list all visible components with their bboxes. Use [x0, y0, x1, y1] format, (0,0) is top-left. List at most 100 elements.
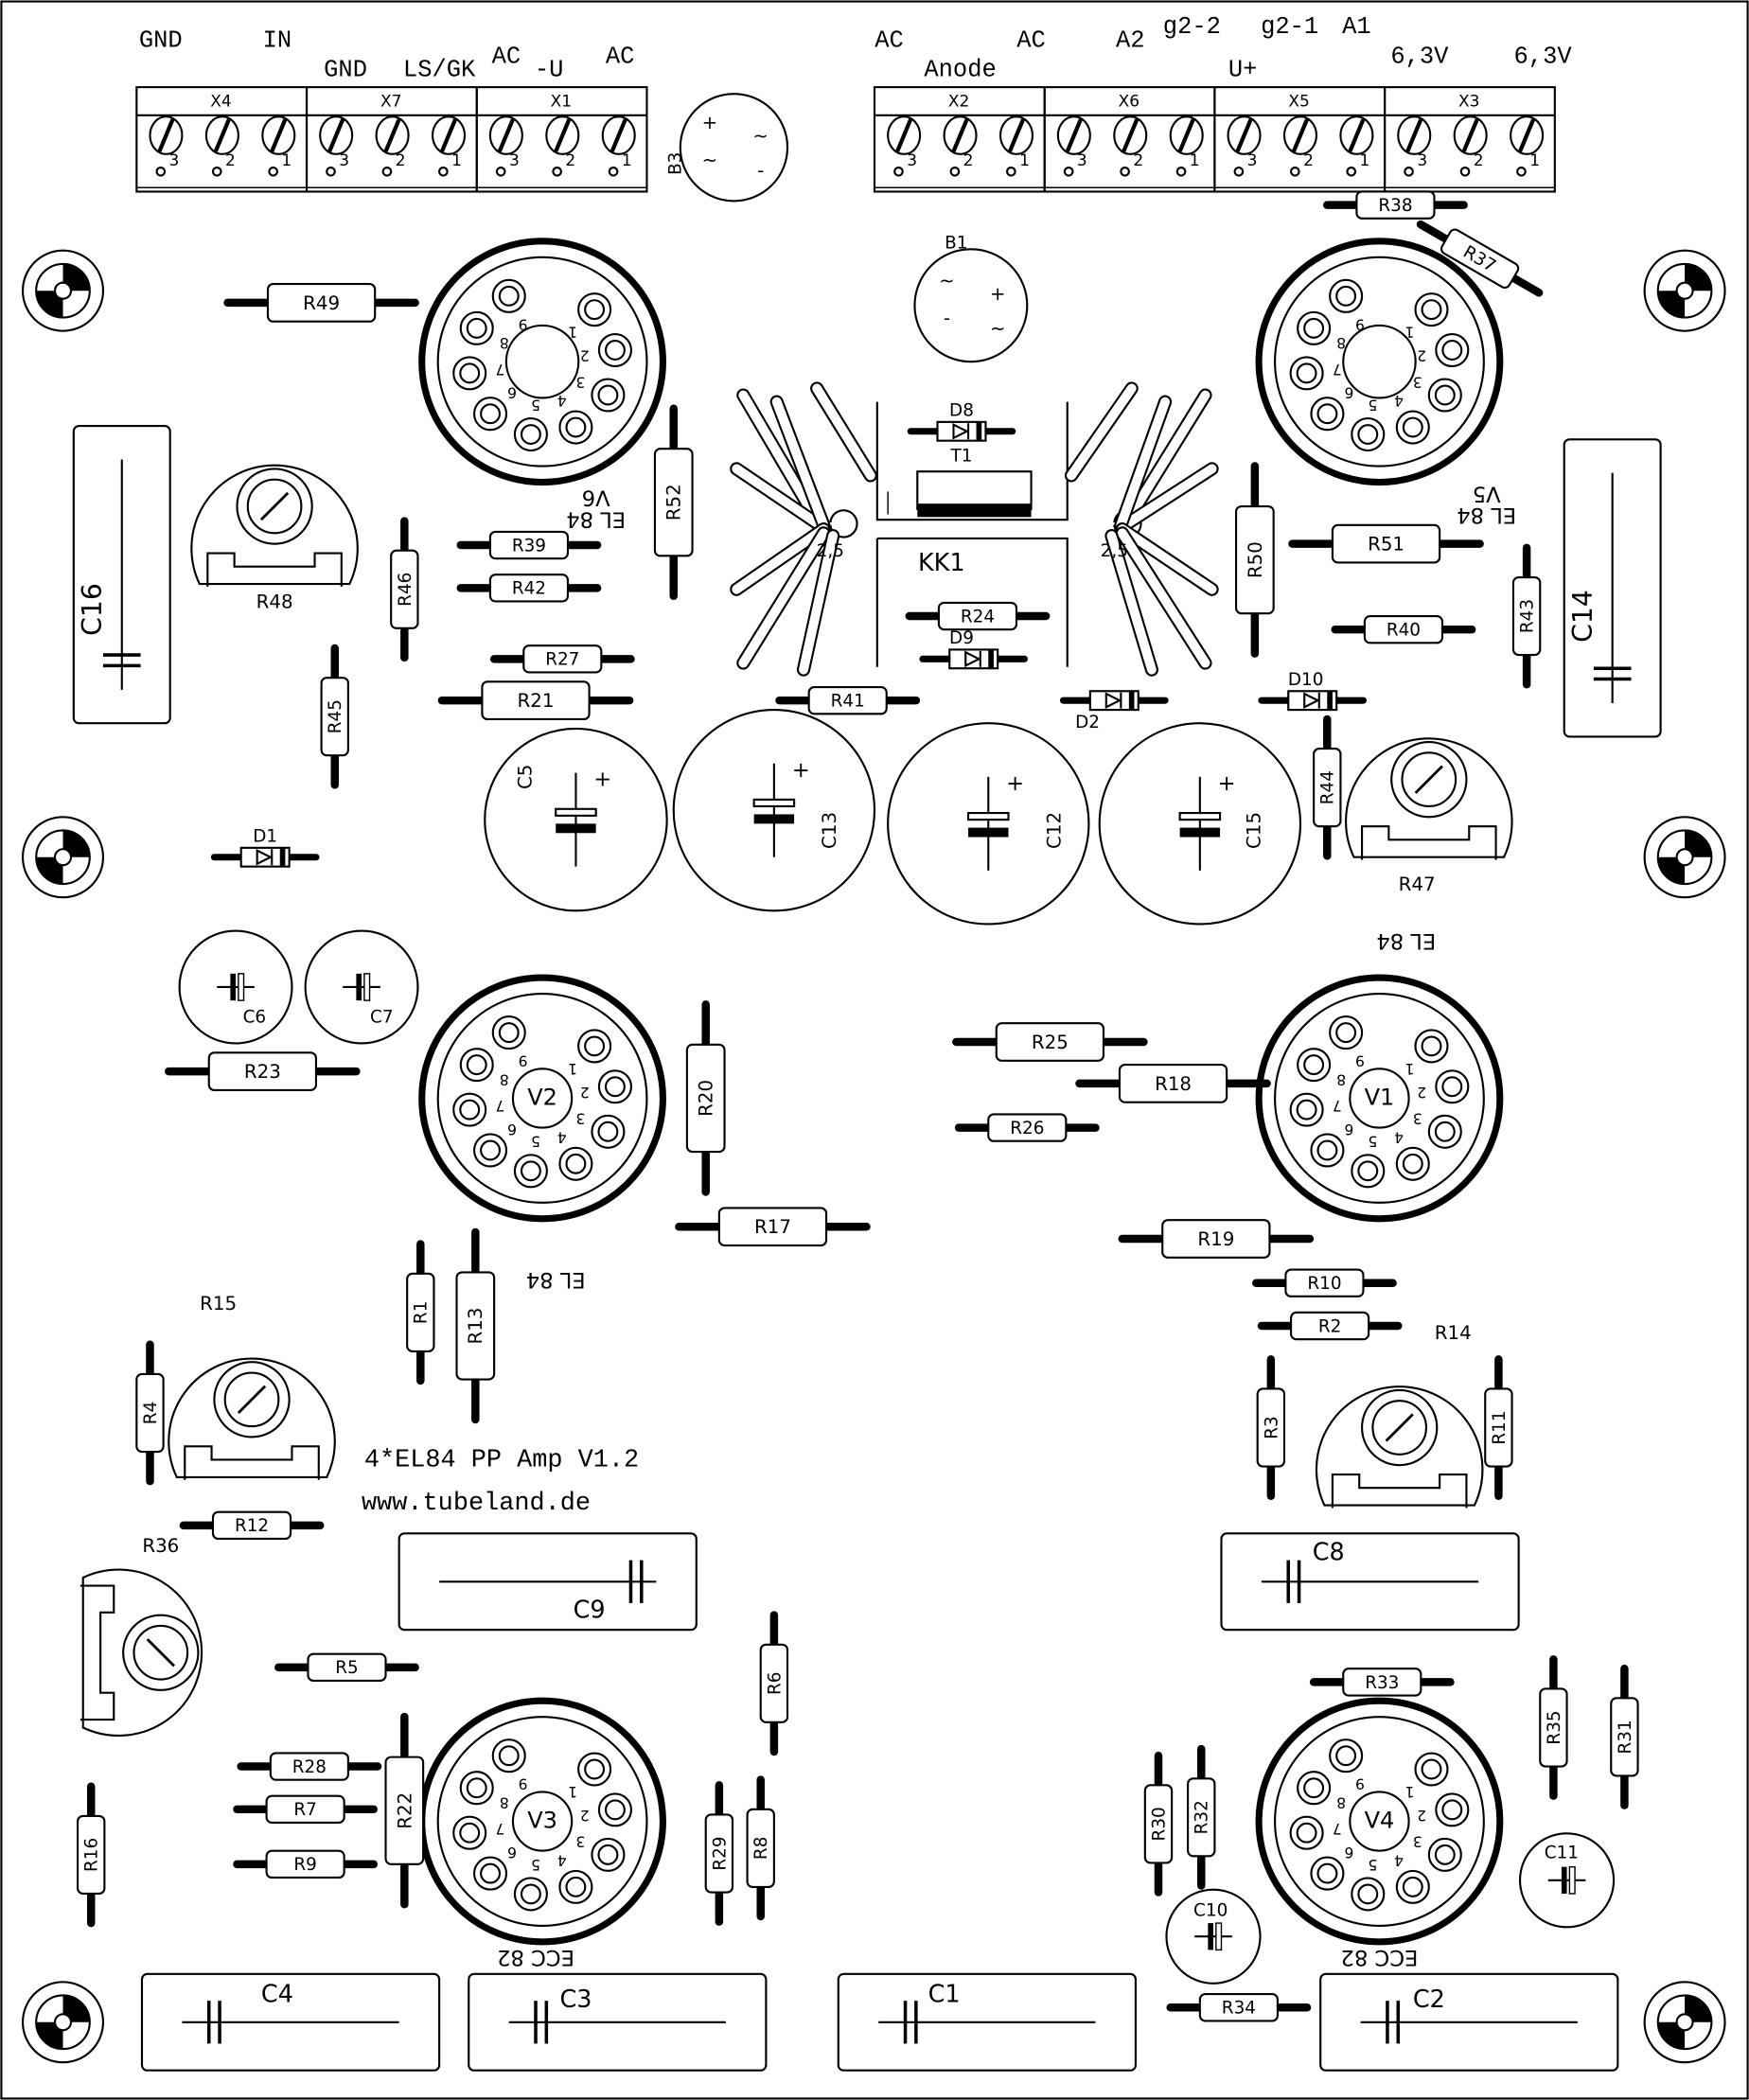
- screw-slot: [554, 118, 572, 152]
- screw-icon: [488, 115, 523, 155]
- transistor-tab: [917, 503, 1032, 518]
- pin-number: 2: [565, 151, 575, 170]
- tube-pin-hole: [565, 1876, 587, 1897]
- terminal-ref: X7: [380, 93, 401, 112]
- cap-plate: [966, 811, 1010, 821]
- resistor-body: [265, 1849, 345, 1879]
- tube-pin: [452, 1815, 487, 1850]
- resistor-body: [995, 1022, 1105, 1062]
- pot-ref: R14: [1435, 1322, 1472, 1344]
- pin-number: 8: [500, 334, 509, 351]
- resistor-R20: R20: [685, 1000, 726, 1196]
- terminal-ref: X4: [210, 93, 231, 112]
- cap-ref: C3: [559, 1985, 592, 2014]
- resistor-body: [1161, 1219, 1271, 1259]
- diode-body: [948, 648, 999, 670]
- resistor-R38: R38: [1323, 190, 1468, 220]
- diode-body: [936, 420, 987, 442]
- pin-number: 2: [963, 151, 974, 170]
- resistor-R28: R28: [237, 1752, 382, 1781]
- resistor-R34: R34: [1166, 1993, 1312, 2022]
- screw-head: [998, 115, 1034, 155]
- pin-number: 8: [1336, 334, 1346, 351]
- cap-ref: C9: [574, 1596, 606, 1624]
- screw-icon: [204, 115, 239, 155]
- screw-slot: [327, 118, 345, 152]
- tube-ref: V1: [1365, 1084, 1395, 1110]
- pin-number: 7: [1333, 361, 1342, 378]
- resistor-body: [1234, 504, 1275, 615]
- tube-pin: [558, 410, 593, 445]
- tube-pin: [1414, 1752, 1449, 1787]
- resistor-ref: R11: [1490, 1410, 1510, 1444]
- cap-ref: C8: [1313, 1539, 1345, 1567]
- tube-pin: [473, 1856, 508, 1891]
- cap-ref: C11: [1545, 1844, 1579, 1863]
- pin-number: 1: [1405, 1783, 1415, 1800]
- resistor-body: [265, 1794, 345, 1825]
- socket-inner: [436, 256, 648, 468]
- pin-number: 4: [1394, 392, 1404, 409]
- socket-center: [1342, 324, 1417, 399]
- cap-outline: [1563, 438, 1662, 738]
- film-capacitor-C4: C4: [140, 1972, 441, 2072]
- pot-knob-inner: [132, 1624, 189, 1681]
- cap-plate: [1215, 1922, 1223, 1951]
- plus-sign: +: [1218, 771, 1236, 796]
- tube-pin-hole: [1402, 416, 1423, 438]
- hole-ring: [1643, 816, 1726, 899]
- resistor-R45: R45: [320, 644, 349, 789]
- heatsink-fin-inner: [732, 464, 824, 530]
- screw-head: [1227, 115, 1262, 155]
- pin-number: 8: [1336, 1793, 1346, 1810]
- tube-pin: [513, 1877, 548, 1912]
- resistor-R17: R17: [675, 1207, 871, 1247]
- pot-knob: [122, 1614, 200, 1691]
- signal-label: IN: [263, 26, 292, 54]
- tube-pin: [1435, 332, 1470, 368]
- signal-label: LS/GK: [403, 56, 476, 83]
- tube-pin-hole: [459, 1822, 481, 1844]
- resistor-body: [522, 644, 603, 674]
- cap-outline: [1319, 1972, 1619, 2072]
- cap-ref: C12: [1044, 812, 1066, 849]
- tube-ref: V6: [582, 485, 610, 510]
- pot-knob-inner: [223, 1371, 280, 1428]
- plus-sign: +: [792, 758, 810, 783]
- resistor-body: [1187, 1777, 1216, 1858]
- hole-ring: [21, 249, 105, 332]
- tube-pin-hole: [1357, 1160, 1379, 1182]
- signal-label: g2-1: [1261, 13, 1318, 41]
- electrolytic-capacitor-C15: +C15: [1098, 722, 1302, 926]
- cap-outline: [140, 1972, 441, 2072]
- diode-body: [239, 846, 291, 868]
- resistor-ref: R2: [1318, 1316, 1341, 1336]
- resistor-R30: R30: [1143, 1751, 1174, 1897]
- resistor-R26: R26: [954, 1113, 1100, 1142]
- tube-type: EL 84: [1457, 503, 1516, 527]
- screw-icon: [1453, 115, 1488, 155]
- signal-label: A2: [1116, 26, 1145, 54]
- hole-center: [53, 2013, 73, 2032]
- hole-center: [53, 848, 73, 867]
- resistor-R7: R7: [233, 1794, 379, 1825]
- terminal-ref: X2: [948, 93, 969, 112]
- heatsink-fin-inner: [1116, 397, 1171, 530]
- cap-ref: C6: [243, 1008, 267, 1028]
- screw-slot: [951, 118, 969, 152]
- hole-size: 2,5: [817, 541, 844, 561]
- pot-body: [80, 1568, 203, 1738]
- cap-plate: [752, 798, 796, 808]
- film-capacitor-C1: C1: [837, 1972, 1137, 2072]
- tube-pin-hole: [520, 424, 541, 446]
- heatsink-ref: KK1: [918, 549, 965, 577]
- heatsink-fin-inner: [1106, 531, 1157, 675]
- screw-slot: [270, 118, 288, 152]
- socket-center: [511, 1791, 574, 1852]
